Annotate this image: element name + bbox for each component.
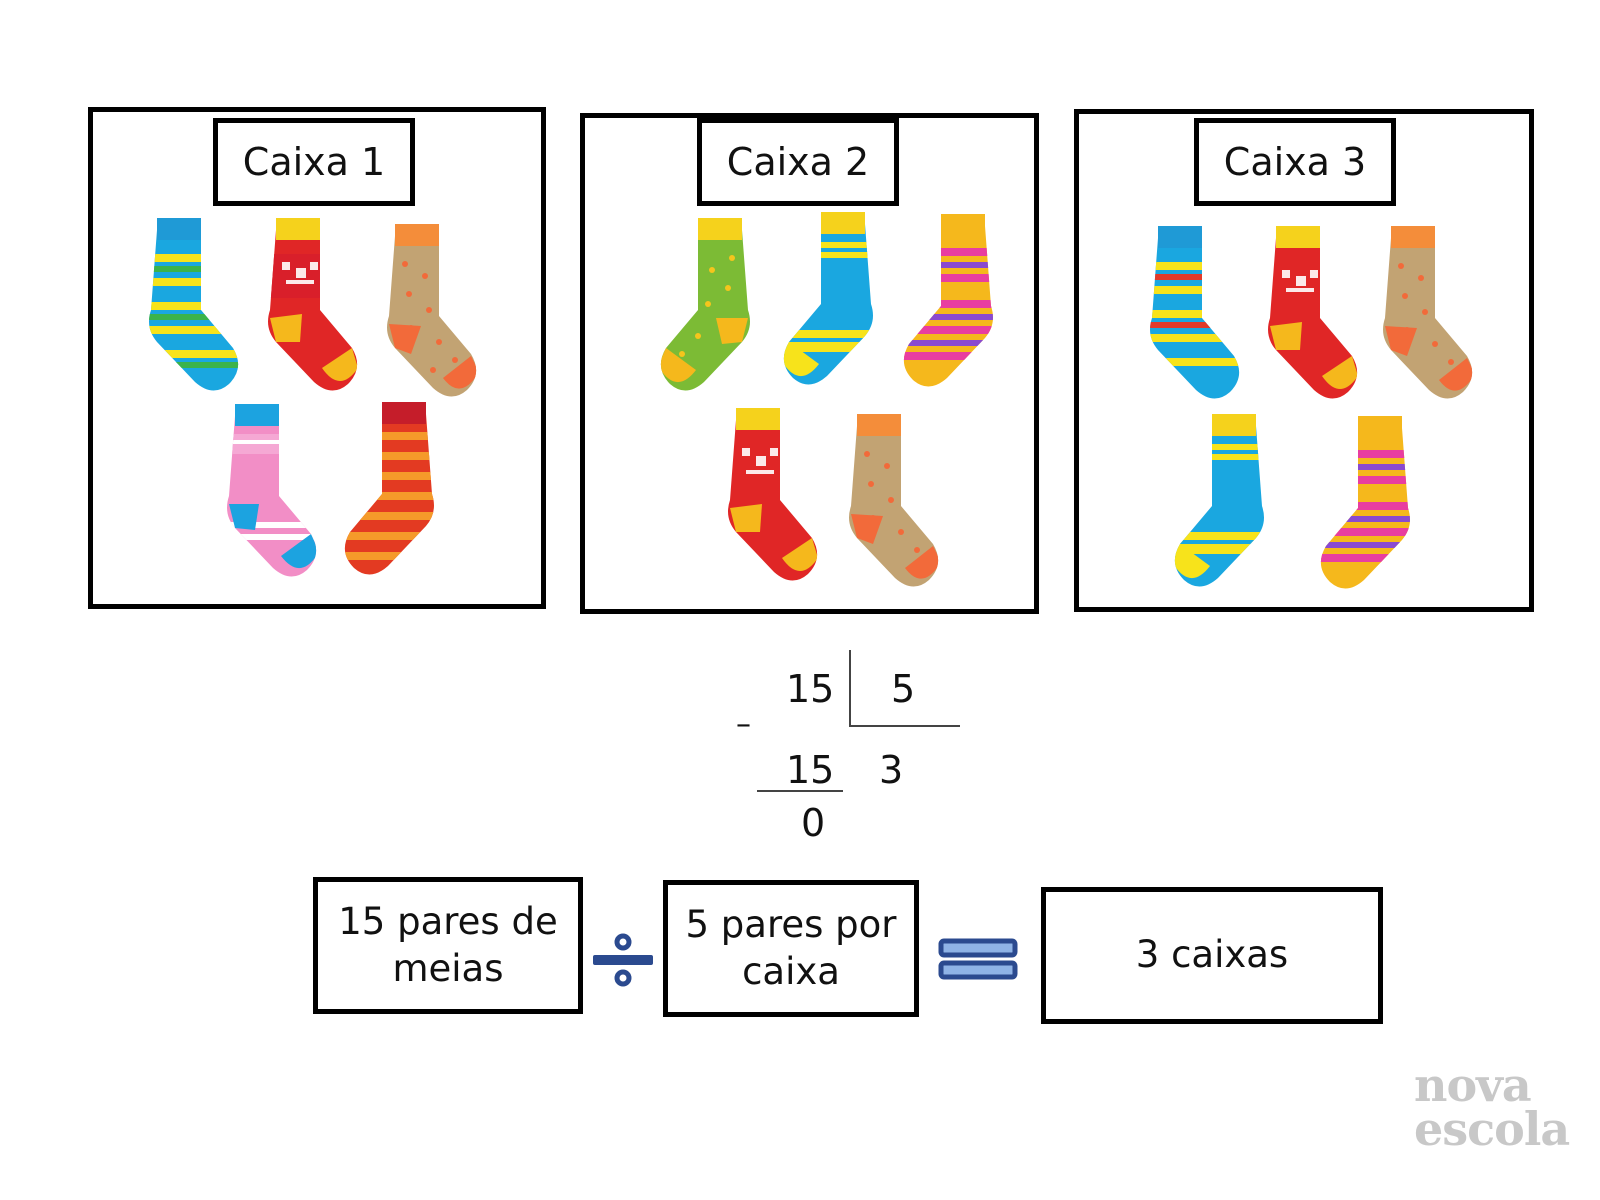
equation-middle-box: 5 pares por caixa	[663, 880, 919, 1017]
subtraction-line	[757, 790, 843, 792]
sock-fairisle-red-2	[728, 408, 818, 581]
subtrahend: 15	[786, 748, 835, 792]
divisor: 5	[891, 667, 916, 711]
divide-icon	[593, 933, 653, 987]
division-bracket-horizontal	[849, 725, 960, 727]
sock-fairisle-blue-2	[1174, 414, 1264, 587]
sock-fairisle-pink	[227, 404, 317, 577]
equation-result-box: 3 caixas	[1041, 887, 1383, 1024]
sock-stripe-blue	[149, 218, 239, 391]
sock-fairisle-red-3	[1268, 226, 1358, 399]
minus-sign: –	[736, 707, 751, 742]
sock-fairisle-red	[268, 218, 358, 391]
sock-dots-green	[660, 218, 750, 391]
sock-stripe-pink	[903, 214, 993, 387]
sock-fairisle-blue	[783, 212, 873, 385]
sock-dots-tan-3	[1383, 226, 1473, 399]
sock-dots-tan-2	[849, 414, 939, 587]
equals-icon	[938, 938, 1018, 980]
division-bracket-vertical	[849, 650, 851, 727]
box-3-label: Caixa 3	[1194, 118, 1396, 206]
box-2-label: Caixa 2	[697, 118, 899, 206]
sock-dots-tan	[387, 224, 477, 397]
box-1-label: Caixa 1	[213, 118, 415, 206]
quotient: 3	[879, 748, 904, 792]
sock-stripe-red	[344, 402, 434, 575]
sock-stripe-pink-2	[1320, 416, 1410, 589]
dividend: 15	[786, 667, 835, 711]
sock-stripe-blue-2	[1150, 226, 1240, 399]
logo-line-2: escola	[1414, 1101, 1570, 1156]
remainder: 0	[801, 801, 826, 845]
equation-left-box: 15 pares de meias	[313, 877, 583, 1014]
logo-line-1: nova	[1414, 1058, 1532, 1112]
nova-escola-logo: nova escola	[1414, 1058, 1570, 1156]
